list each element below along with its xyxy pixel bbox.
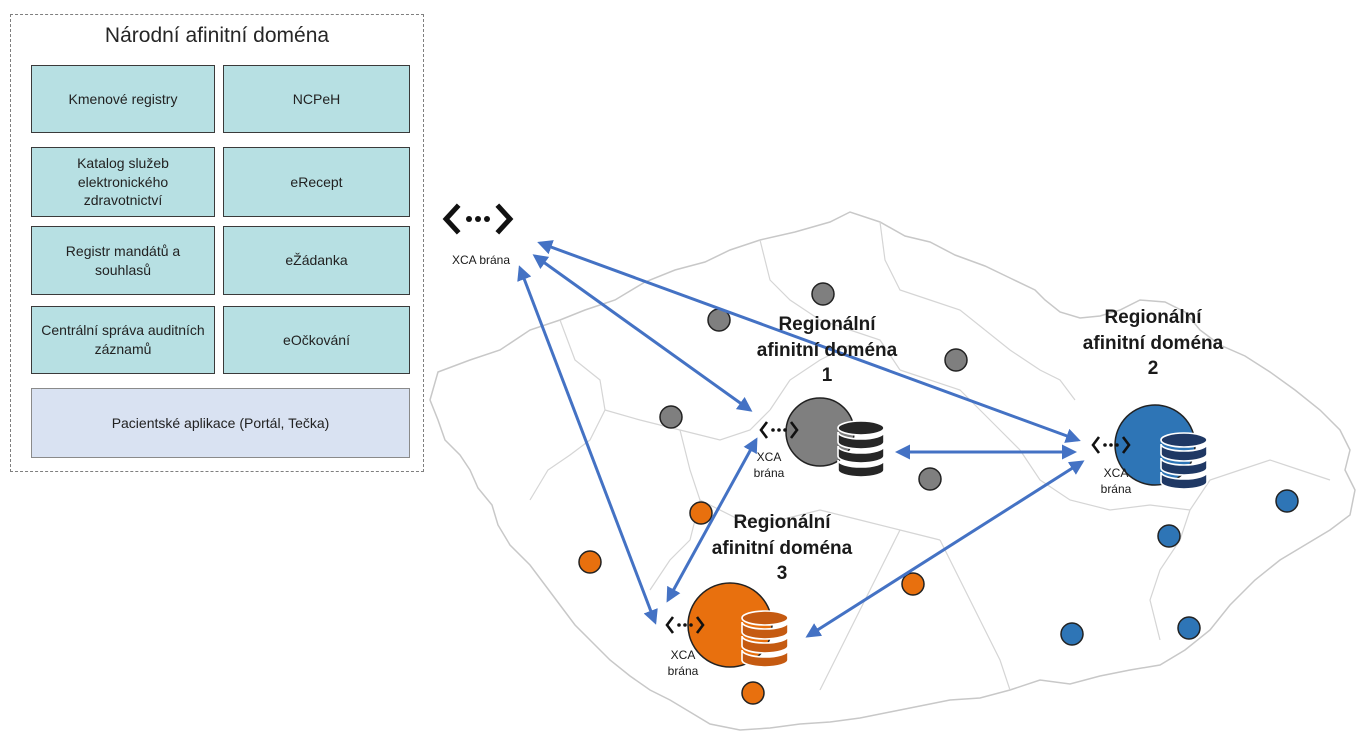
gateway-dots — [466, 216, 490, 222]
gateway-icon — [759, 421, 799, 439]
gateway-dots — [771, 428, 787, 432]
service-box: eŽádanka — [223, 226, 410, 295]
gateway-icon — [1091, 436, 1131, 454]
region3-label: Regionální afinitní doména 3 — [711, 512, 853, 585]
national-domain-title: Národní afinitní doména — [104, 24, 330, 47]
gateway-dots — [1103, 443, 1119, 447]
region2-label: Regionální afinitní doména 2 — [1082, 307, 1224, 380]
gateway-label-region2: XCA brána — [1100, 466, 1132, 496]
service-box: Registr mandátů a souhlasů — [31, 226, 215, 295]
region1-label: Regionální afinitní doména 1 — [756, 314, 898, 387]
patient-apps-box: Pacientské aplikace (Portál, Tečka) — [31, 388, 410, 458]
service-box: NCPeH — [223, 65, 410, 133]
region2-nodes — [1060, 489, 1299, 646]
gateway-icon — [442, 203, 514, 235]
gateway-label-region1: XCA brána — [753, 450, 785, 480]
service-box: eOčkování — [223, 306, 410, 374]
service-box: Katalog služeb elektronického zdravotnic… — [31, 147, 215, 217]
service-box: Centrální správa auditních záznamů — [31, 306, 215, 374]
regional-borders — [529, 221, 1331, 691]
national-affinity-domain: Národní afinitní doména Kmenové registry… — [10, 14, 424, 472]
service-box: Kmenové registry — [31, 65, 215, 133]
service-box: eRecept — [223, 147, 410, 217]
gateway-dots — [677, 623, 693, 627]
connection-arrows — [517, 240, 1085, 638]
gateway-label-national: XCA brána — [451, 253, 511, 267]
country-outline — [429, 211, 1356, 731]
gateway-label-region3: XCA brána — [667, 648, 699, 678]
gateway-icon — [665, 616, 705, 634]
